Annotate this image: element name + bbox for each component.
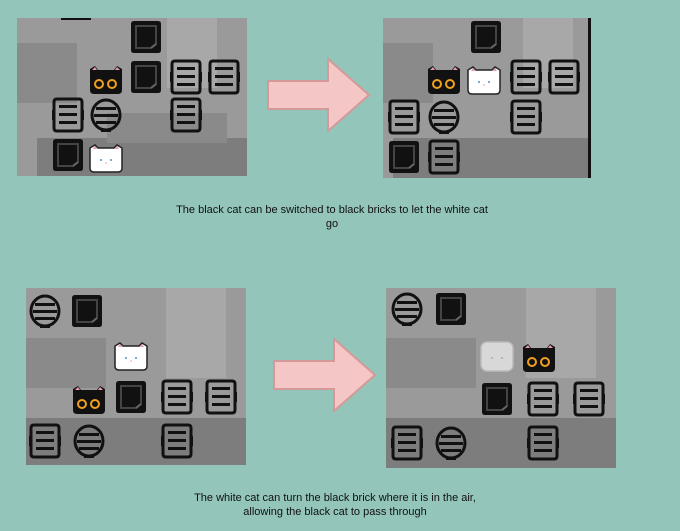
round-brick-icon [425, 98, 463, 136]
round-brick-icon [26, 292, 64, 330]
striped-brick-icon [524, 380, 562, 418]
solid-brick-icon [385, 138, 423, 176]
right-arrow-icon [273, 336, 377, 414]
white-cat-icon [112, 336, 150, 374]
black-cat-icon [520, 338, 558, 376]
striped-brick-icon [385, 98, 423, 136]
striped-brick-icon [524, 424, 562, 462]
round-brick-icon [87, 96, 125, 134]
solid-brick-icon [467, 18, 505, 56]
scene-2-after [386, 288, 616, 468]
round-brick-icon [388, 290, 426, 328]
striped-brick-icon [507, 58, 545, 96]
white-cat-icon [465, 60, 503, 98]
striped-brick-icon [570, 380, 608, 418]
ghost-white-cat-icon [478, 336, 516, 374]
round-brick-icon [70, 422, 108, 460]
solid-brick-icon [478, 380, 516, 418]
scene-2-before [26, 288, 246, 465]
striped-brick-icon [202, 378, 240, 416]
striped-brick-icon [158, 378, 196, 416]
caption-1: The black cat can be switched to black b… [176, 204, 488, 230]
right-arrow-icon [267, 56, 371, 134]
striped-brick-icon [425, 138, 463, 176]
black-cat-icon [87, 60, 125, 98]
round-brick-icon [432, 424, 470, 462]
solid-brick-icon [127, 18, 165, 56]
solid-brick-icon [127, 58, 165, 96]
striped-brick-icon [545, 58, 583, 96]
solid-brick-icon [112, 378, 150, 416]
solid-brick-icon [68, 292, 106, 330]
striped-brick-icon [167, 58, 205, 96]
solid-brick-icon [432, 290, 470, 328]
striped-brick-icon [205, 58, 243, 96]
black-cat-icon [70, 380, 108, 418]
caption-2: The white cat can turn the black brick w… [194, 492, 476, 518]
black-cat-icon [425, 60, 463, 98]
striped-brick-icon [388, 424, 426, 462]
striped-brick-icon [507, 98, 545, 136]
striped-brick-icon [26, 422, 64, 460]
striped-brick-icon [158, 422, 196, 460]
scene-1-after [383, 18, 591, 178]
solid-brick-icon [49, 136, 87, 174]
striped-brick-icon [49, 96, 87, 134]
striped-brick-icon [167, 96, 205, 134]
white-cat-icon [87, 138, 125, 176]
scene-1-before [17, 18, 247, 176]
